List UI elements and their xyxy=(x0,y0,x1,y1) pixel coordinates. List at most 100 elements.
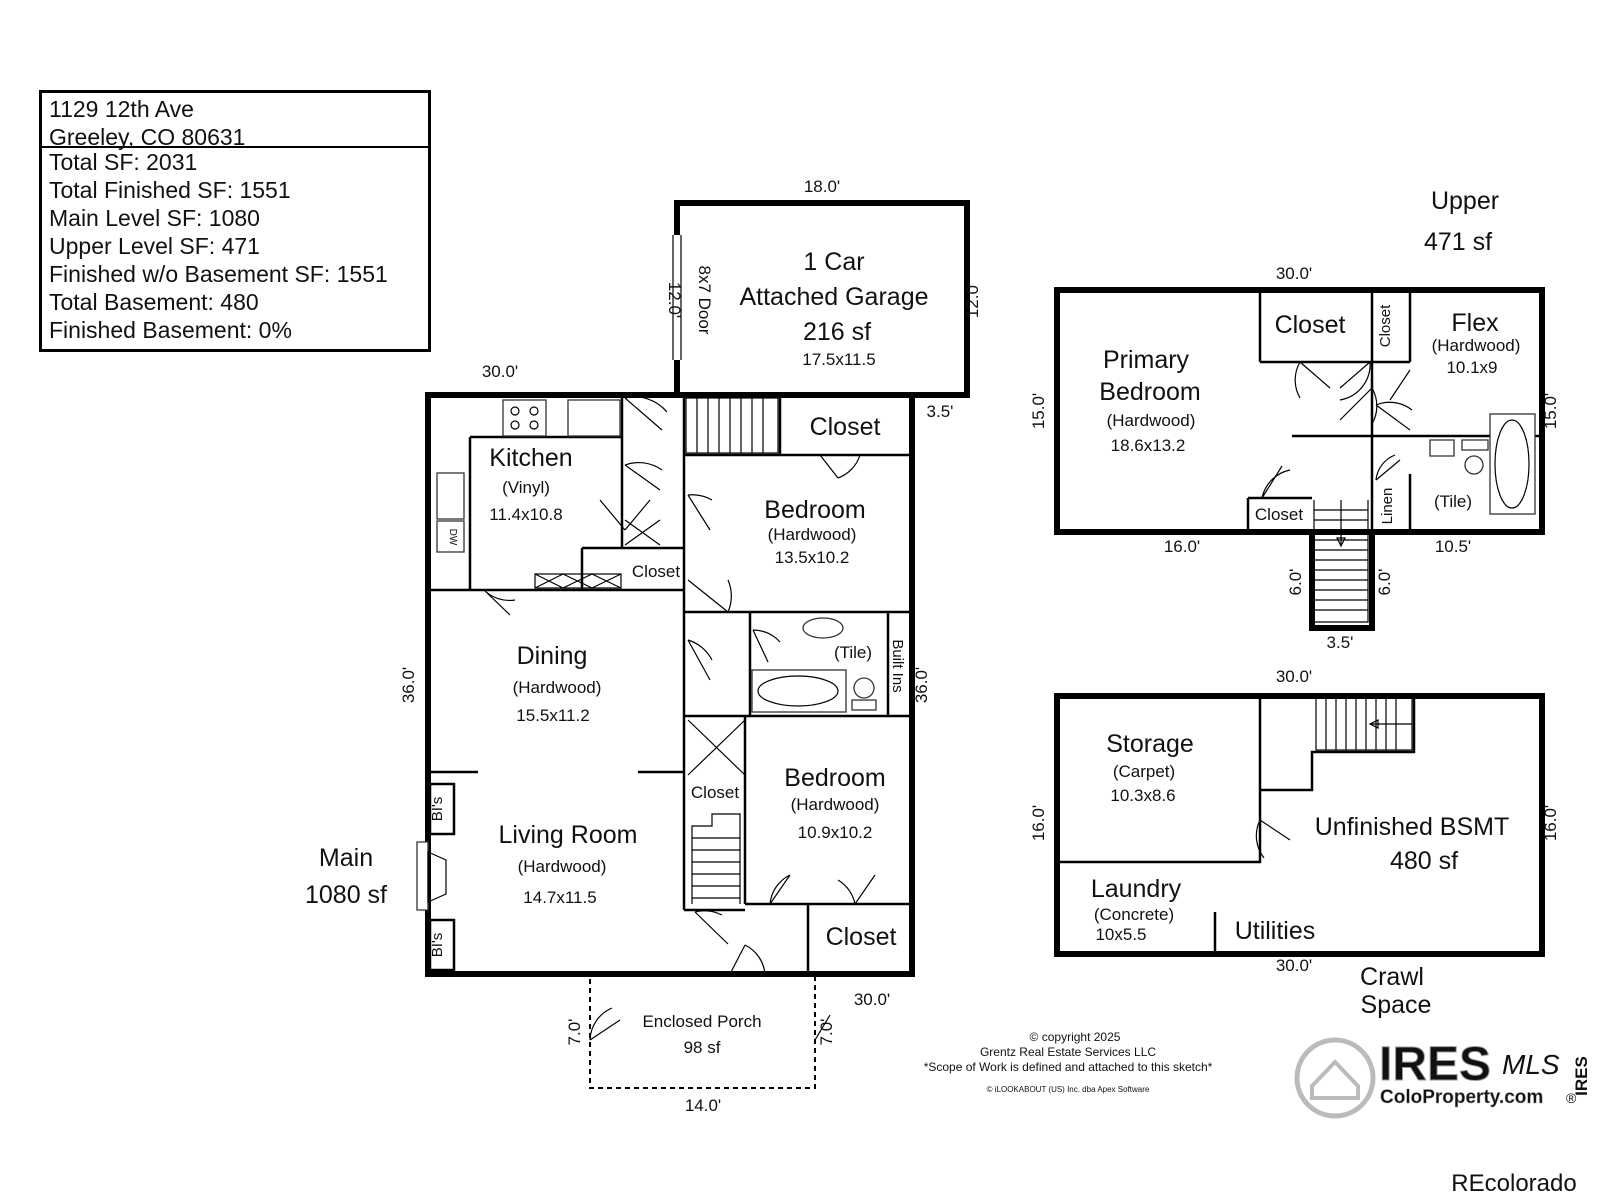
copyright-block: © copyright 2025 Grentz Real Estate Serv… xyxy=(924,1030,1213,1094)
upper-dim-stair-bottom: 3.5' xyxy=(1327,633,1354,652)
address-street: 1129 12th Ave xyxy=(49,96,194,122)
upper-door-swings xyxy=(1261,361,1413,499)
house-icon xyxy=(1310,1059,1360,1100)
garage-dim-top: 18.0' xyxy=(804,177,840,196)
upper-labels: Upper 471 sf 30.0' 15.0' 15.0' 16.0' 10.… xyxy=(1029,187,1560,652)
crawl-space-2: Space xyxy=(1361,991,1432,1019)
closet-kitchen-label: Closet xyxy=(632,562,680,581)
bedroom1-name: Bedroom xyxy=(764,496,865,524)
builtin-lower xyxy=(428,918,456,972)
dishwasher-label: DW xyxy=(447,529,458,546)
stair-arrow-icon xyxy=(1336,537,1346,548)
bedroom1-size: 13.5x10.2 xyxy=(775,548,850,567)
range-icon xyxy=(502,399,547,437)
main-level-area: 1080 sf xyxy=(305,881,387,909)
copyright-line2: Grentz Real Estate Services LLC xyxy=(980,1045,1156,1059)
bi-lower-label: BI's xyxy=(429,933,446,958)
stat-main-level-sf: Main Level SF: 1080 xyxy=(49,205,260,231)
basement-plan xyxy=(1054,693,1545,957)
upper-level-plan xyxy=(1054,287,1545,631)
bsmt-dim-left: 16.0' xyxy=(1029,805,1048,841)
bathtub-icon xyxy=(751,669,847,713)
garage-dim-left: 12.0' xyxy=(665,282,684,318)
porch-area: 98 sf xyxy=(684,1038,721,1057)
unfinished-name: Unfinished BSMT xyxy=(1315,813,1510,841)
garage-dim-right: 12.0' xyxy=(963,282,982,318)
flex-size: 10.1x9 xyxy=(1446,358,1497,377)
upper-outline xyxy=(1054,287,1545,535)
refrigerator-icon xyxy=(567,399,621,437)
kitchen-floor: (Vinyl) xyxy=(502,478,550,497)
upper-level-area: 471 sf xyxy=(1424,228,1492,256)
stat-total-finished-sf: Total Finished SF: 1551 xyxy=(49,177,291,203)
upper-dim-left: 15.0' xyxy=(1029,393,1048,429)
living-name: Living Room xyxy=(499,821,638,849)
builtins-label: Built Ins xyxy=(889,639,906,692)
crawl-space-1: Crawl xyxy=(1360,963,1424,991)
recolorado-watermark: REcolorado xyxy=(1451,1170,1576,1197)
basement-stair-arrow-icon xyxy=(1368,719,1379,729)
flex-name: Flex xyxy=(1451,309,1499,337)
porch-dim-right: 7.0' xyxy=(817,1019,836,1046)
dishwasher-icon xyxy=(436,520,465,553)
upper-closet-vertical-label: Closet xyxy=(1377,304,1394,347)
enclosed-porch xyxy=(589,975,816,1089)
upper-dim-bottom-right: 10.5' xyxy=(1435,537,1471,556)
stat-total-sf: Total SF: 2031 xyxy=(49,149,198,175)
main-stairs-top xyxy=(685,397,779,454)
kitchen-name: Kitchen xyxy=(489,444,572,472)
copyright-line3: *Scope of Work is defined and attached t… xyxy=(924,1060,1213,1074)
address-block: 1129 12th Ave Greeley, CO 80631 xyxy=(42,93,428,150)
stats-list: Total SF: 2031 Total Finished SF: 1551 M… xyxy=(42,148,428,344)
main-stairs-basement xyxy=(691,813,741,904)
primary-floor: (Hardwood) xyxy=(1107,411,1196,430)
builtin-upper xyxy=(428,782,456,836)
copyright-line1: © copyright 2025 xyxy=(1030,1030,1121,1044)
stat-finished-wo-basement: Finished w/o Basement SF: 1551 xyxy=(49,261,388,287)
ires-logo-registered: ® xyxy=(1566,1090,1577,1106)
stat-finished-basement: Finished Basement: 0% xyxy=(49,317,292,343)
upper-closet-label: Closet xyxy=(1275,311,1346,339)
main-door-swings xyxy=(483,396,876,975)
upper-toilet-icon xyxy=(1464,455,1484,475)
garage-size: 17.5x11.5 xyxy=(802,350,875,369)
basement-stairs xyxy=(1315,697,1413,751)
main-level-name: Main xyxy=(319,844,373,872)
main-dim-bottom: 30.0' xyxy=(854,990,890,1009)
main-dim-top: 30.0' xyxy=(482,362,518,381)
linen-label: Linen xyxy=(1379,488,1396,525)
bath-floor: (Tile) xyxy=(834,643,872,662)
closet-bottom-label: Closet xyxy=(826,923,897,951)
unfinished-area: 480 sf xyxy=(1390,847,1458,875)
bedroom2-name: Bedroom xyxy=(784,764,885,792)
basement-labels: 30.0' 16.0' 16.0' 30.0' Storage (Carpet)… xyxy=(1029,667,1560,1019)
garage-title-1: 1 Car xyxy=(803,248,864,276)
kitchen-sink-icon xyxy=(436,472,465,520)
primary-name-1: Primary xyxy=(1103,346,1190,374)
main-dim-left: 36.0' xyxy=(399,667,418,703)
main-labels: 18.0' 12.0' 8x7 Door 12.0' 1 Car Attache… xyxy=(305,177,982,1115)
bi-upper-label: BI's xyxy=(429,797,446,822)
porch-dim-left: 7.0' xyxy=(565,1019,584,1046)
porch-name: Enclosed Porch xyxy=(642,1012,761,1031)
upper-tub-icon xyxy=(1489,413,1536,515)
upper-dim-top: 30.0' xyxy=(1276,264,1312,283)
closet-stair-label: Closet xyxy=(691,783,739,802)
ires-logo-side: IRES xyxy=(1572,1056,1591,1096)
closet-top-label: Closet xyxy=(810,413,881,441)
upper-dim-right: 15.0' xyxy=(1541,393,1560,429)
upper-closet-small-label: Closet xyxy=(1255,505,1303,524)
ires-logo-brand: IRES xyxy=(1379,1038,1491,1091)
upper-bath-floor: (Tile) xyxy=(1434,492,1472,511)
main-dim-step: 3.5' xyxy=(927,402,954,421)
garage-title-2: Attached Garage xyxy=(739,283,928,311)
bedroom2-size: 10.9x10.2 xyxy=(798,823,873,842)
upper-level-name: Upper xyxy=(1431,187,1499,215)
basement-outline xyxy=(1054,693,1545,957)
dining-floor: (Hardwood) xyxy=(513,678,602,697)
ires-logo-site: ColoProperty.com xyxy=(1380,1087,1543,1108)
bsmt-dim-right: 16.0' xyxy=(1541,805,1560,841)
storage-name: Storage xyxy=(1106,730,1194,758)
kitchen-shelf-icon xyxy=(534,573,622,589)
